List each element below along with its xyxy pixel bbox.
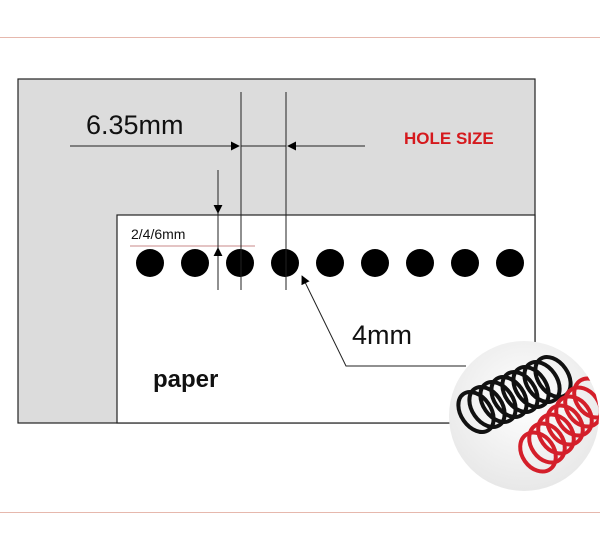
paper-label: paper (153, 366, 219, 393)
margin-label: 2/4/6mm (131, 226, 186, 242)
top-divider (0, 37, 600, 38)
coil-loop (527, 421, 567, 465)
hole-row (136, 249, 524, 277)
hole-size-title: HOLE SIZE (404, 129, 494, 148)
punch-hole (451, 249, 479, 277)
punch-hole (361, 249, 389, 277)
coil-loop (563, 385, 599, 429)
punch-hole (226, 249, 254, 277)
coil-loop (456, 390, 496, 434)
pitch-label: 6.35mm (86, 110, 184, 140)
punch-hole (496, 249, 524, 277)
spiral-binding-coil-icon (448, 340, 600, 492)
coil-loop (467, 385, 507, 429)
coil-loop (511, 365, 551, 409)
coil-loop (522, 360, 562, 404)
punch-hole (316, 249, 344, 277)
coil-loop (572, 376, 599, 420)
coil-loop (545, 403, 585, 447)
punch-hole (271, 249, 299, 277)
coil-loop (500, 370, 540, 414)
coil-loop (536, 412, 576, 456)
hole-leader-line (301, 275, 466, 367)
punch-hole (406, 249, 434, 277)
hole-diameter-label: 4mm (352, 320, 412, 350)
coil-loop (554, 394, 594, 438)
coil-loop (478, 380, 518, 424)
punch-hole (136, 249, 164, 277)
punch-hole (181, 249, 209, 277)
coil-loop (489, 375, 529, 419)
bottom-divider (0, 512, 600, 513)
coil-loop (518, 430, 558, 474)
